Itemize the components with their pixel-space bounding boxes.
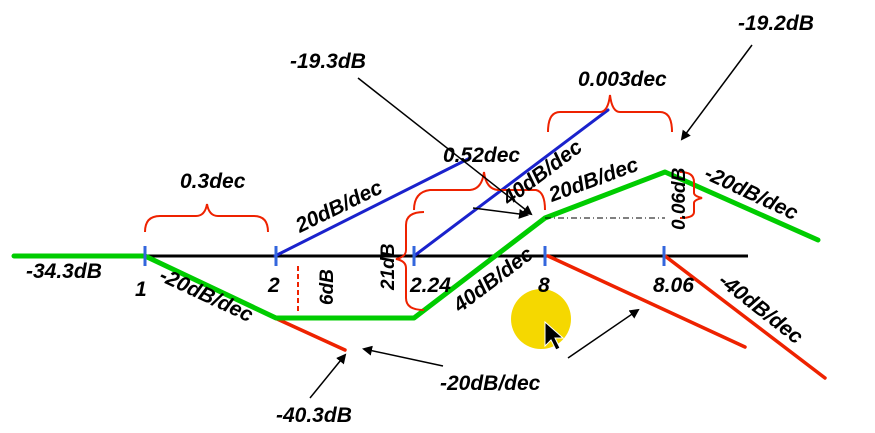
label-minus-34-3db: -34.3dB bbox=[26, 260, 102, 283]
red-asymptote-lines bbox=[273, 254, 827, 380]
brace-0-06db bbox=[679, 171, 703, 219]
label-freq-2: 2 bbox=[267, 274, 280, 297]
label-slope-minus20-left: -20dB/dec bbox=[156, 264, 257, 327]
brace-0-003dec bbox=[547, 94, 673, 133]
red-line-minus40-left bbox=[273, 316, 347, 352]
label-freq-8-06: 8.06 bbox=[653, 274, 694, 297]
label-0-52dec: 0.52dec bbox=[443, 144, 520, 167]
label-0-3dec: 0.3dec bbox=[180, 170, 246, 193]
annotation-arrows bbox=[309, 44, 753, 399]
frequency-ticks bbox=[143, 246, 666, 266]
label-0-06db: 0.06dB bbox=[669, 167, 690, 230]
diagram-labels: -19.3dB -19.2dB 0.003dec 0.52dec 0.3dec … bbox=[26, 12, 814, 427]
arrow-to-red-right bbox=[567, 308, 640, 359]
label-minus-40-3db: -40.3dB bbox=[276, 404, 352, 427]
blue-line-40db-dec bbox=[412, 108, 610, 258]
red-line-from-8-06 bbox=[663, 254, 827, 380]
brace-0-3dec bbox=[144, 203, 269, 233]
red-braces bbox=[144, 94, 703, 311]
arrow-20db-dec-top bbox=[472, 207, 529, 219]
label-minus-19-2db: -19.2dB bbox=[738, 12, 814, 35]
label-slope-minus40-right: -40dB/dec bbox=[714, 269, 808, 349]
arrow-to-red-left bbox=[362, 345, 444, 367]
label-freq-1: 1 bbox=[135, 278, 147, 301]
label-minus-19-3db: -19.3dB bbox=[290, 50, 366, 73]
mouse-pointer-icon bbox=[544, 320, 565, 351]
arrow-minus-40-3db bbox=[309, 353, 347, 399]
red-line-from-8 bbox=[546, 254, 747, 349]
label-6db: 6dB bbox=[317, 269, 338, 305]
arrow-minus-19-3db bbox=[357, 77, 533, 216]
brace-0-52dec bbox=[413, 171, 546, 211]
arrow-minus-19-2db bbox=[680, 44, 753, 141]
label-freq-8: 8 bbox=[538, 274, 550, 297]
label-minus-20db-dec-bottom: -20dB/dec bbox=[440, 372, 541, 395]
label-0-003dec: 0.003dec bbox=[578, 68, 667, 91]
label-freq-2-24: 2.24 bbox=[409, 274, 451, 297]
blue-line-20db-dec bbox=[273, 156, 472, 258]
label-21db: 21dB bbox=[378, 243, 399, 291]
brace-21db bbox=[395, 211, 425, 311]
cursor-highlight bbox=[511, 289, 571, 349]
blue-asymptote-lines bbox=[273, 108, 610, 258]
